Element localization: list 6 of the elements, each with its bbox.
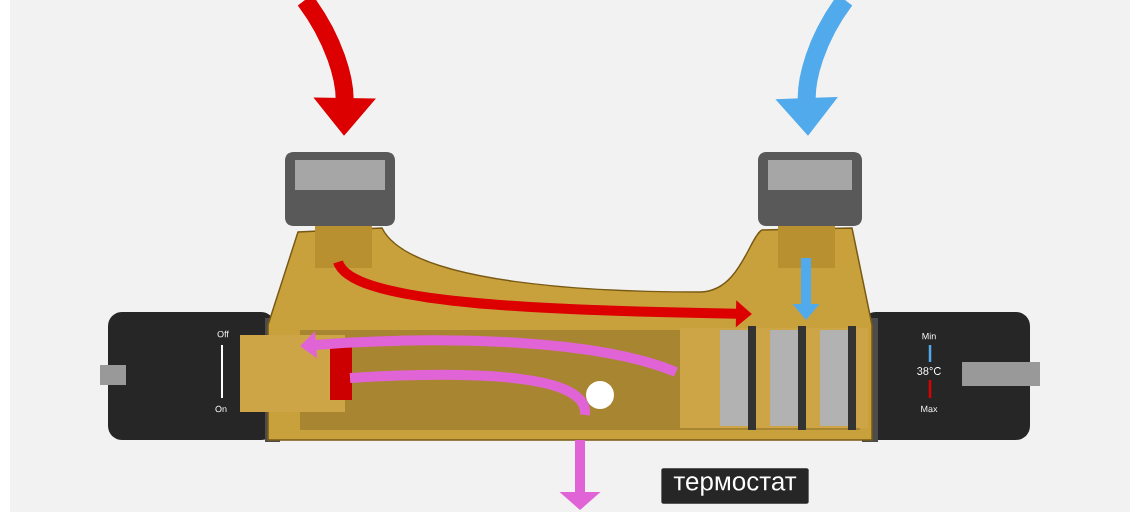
caption-box: термостат — [661, 468, 809, 504]
dial-label: Min — [922, 332, 936, 340]
dial-label: On — [215, 405, 227, 413]
dial-label: Off — [217, 330, 229, 338]
dial-label: 38°C — [917, 367, 941, 375]
dial-label: Max — [921, 405, 938, 413]
